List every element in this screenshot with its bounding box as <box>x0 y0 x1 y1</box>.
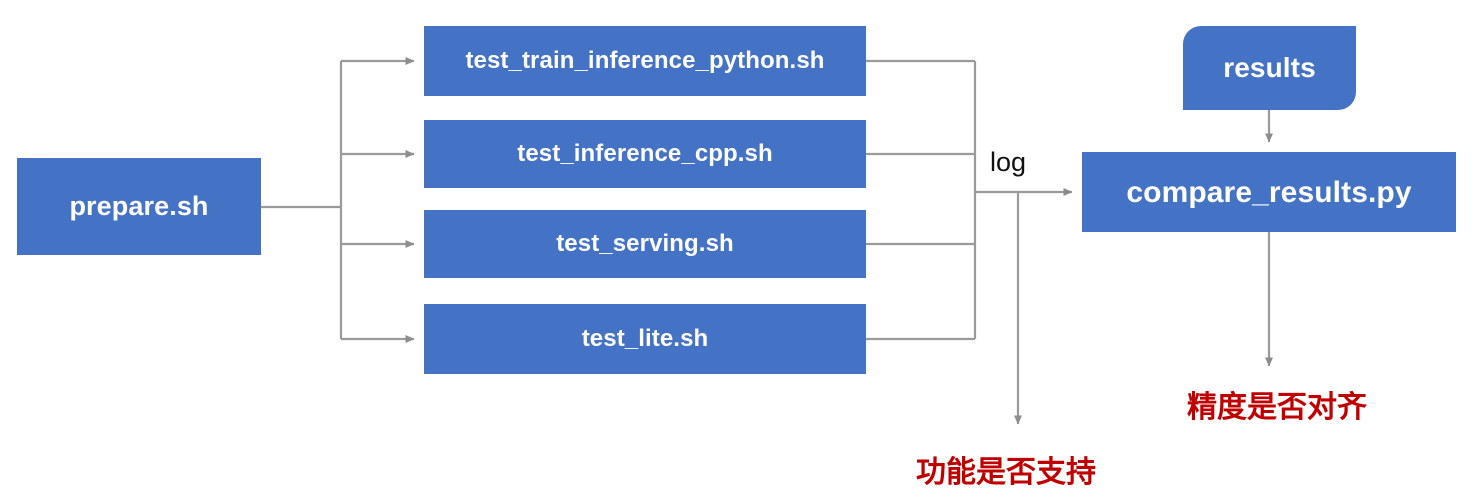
node-test-inference-cpp-sh-label: test_inference_cpp.sh <box>517 139 773 167</box>
node-test-serving-sh[interactable]: test_serving.sh <box>424 210 866 278</box>
node-results-label: results <box>1223 51 1316 83</box>
node-test-lite-sh[interactable]: test_lite.sh <box>424 304 866 374</box>
node-prepare-sh-label: prepare.sh <box>69 190 209 221</box>
node-test-serving-sh-label: test_serving.sh <box>556 229 734 257</box>
node-prepare-sh[interactable]: prepare.sh <box>17 158 261 255</box>
node-test-train-inference-python-sh-label: test_train_inference_python.sh <box>465 46 825 74</box>
node-results[interactable]: results <box>1183 26 1356 110</box>
annotation-precision-align: 精度是否对齐 <box>1187 391 1367 424</box>
node-test-inference-cpp-sh[interactable]: test_inference_cpp.sh <box>424 120 866 188</box>
node-test-train-inference-python-sh[interactable]: test_train_inference_python.sh <box>424 26 866 96</box>
node-test-lite-sh-label: test_lite.sh <box>581 324 709 352</box>
edge-label-log: log <box>990 147 1027 177</box>
annotation-function-support: 功能是否支持 <box>916 456 1096 489</box>
node-compare-results-py-label: compare_results.py <box>1126 175 1412 209</box>
node-compare-results-py[interactable]: compare_results.py <box>1082 152 1456 232</box>
